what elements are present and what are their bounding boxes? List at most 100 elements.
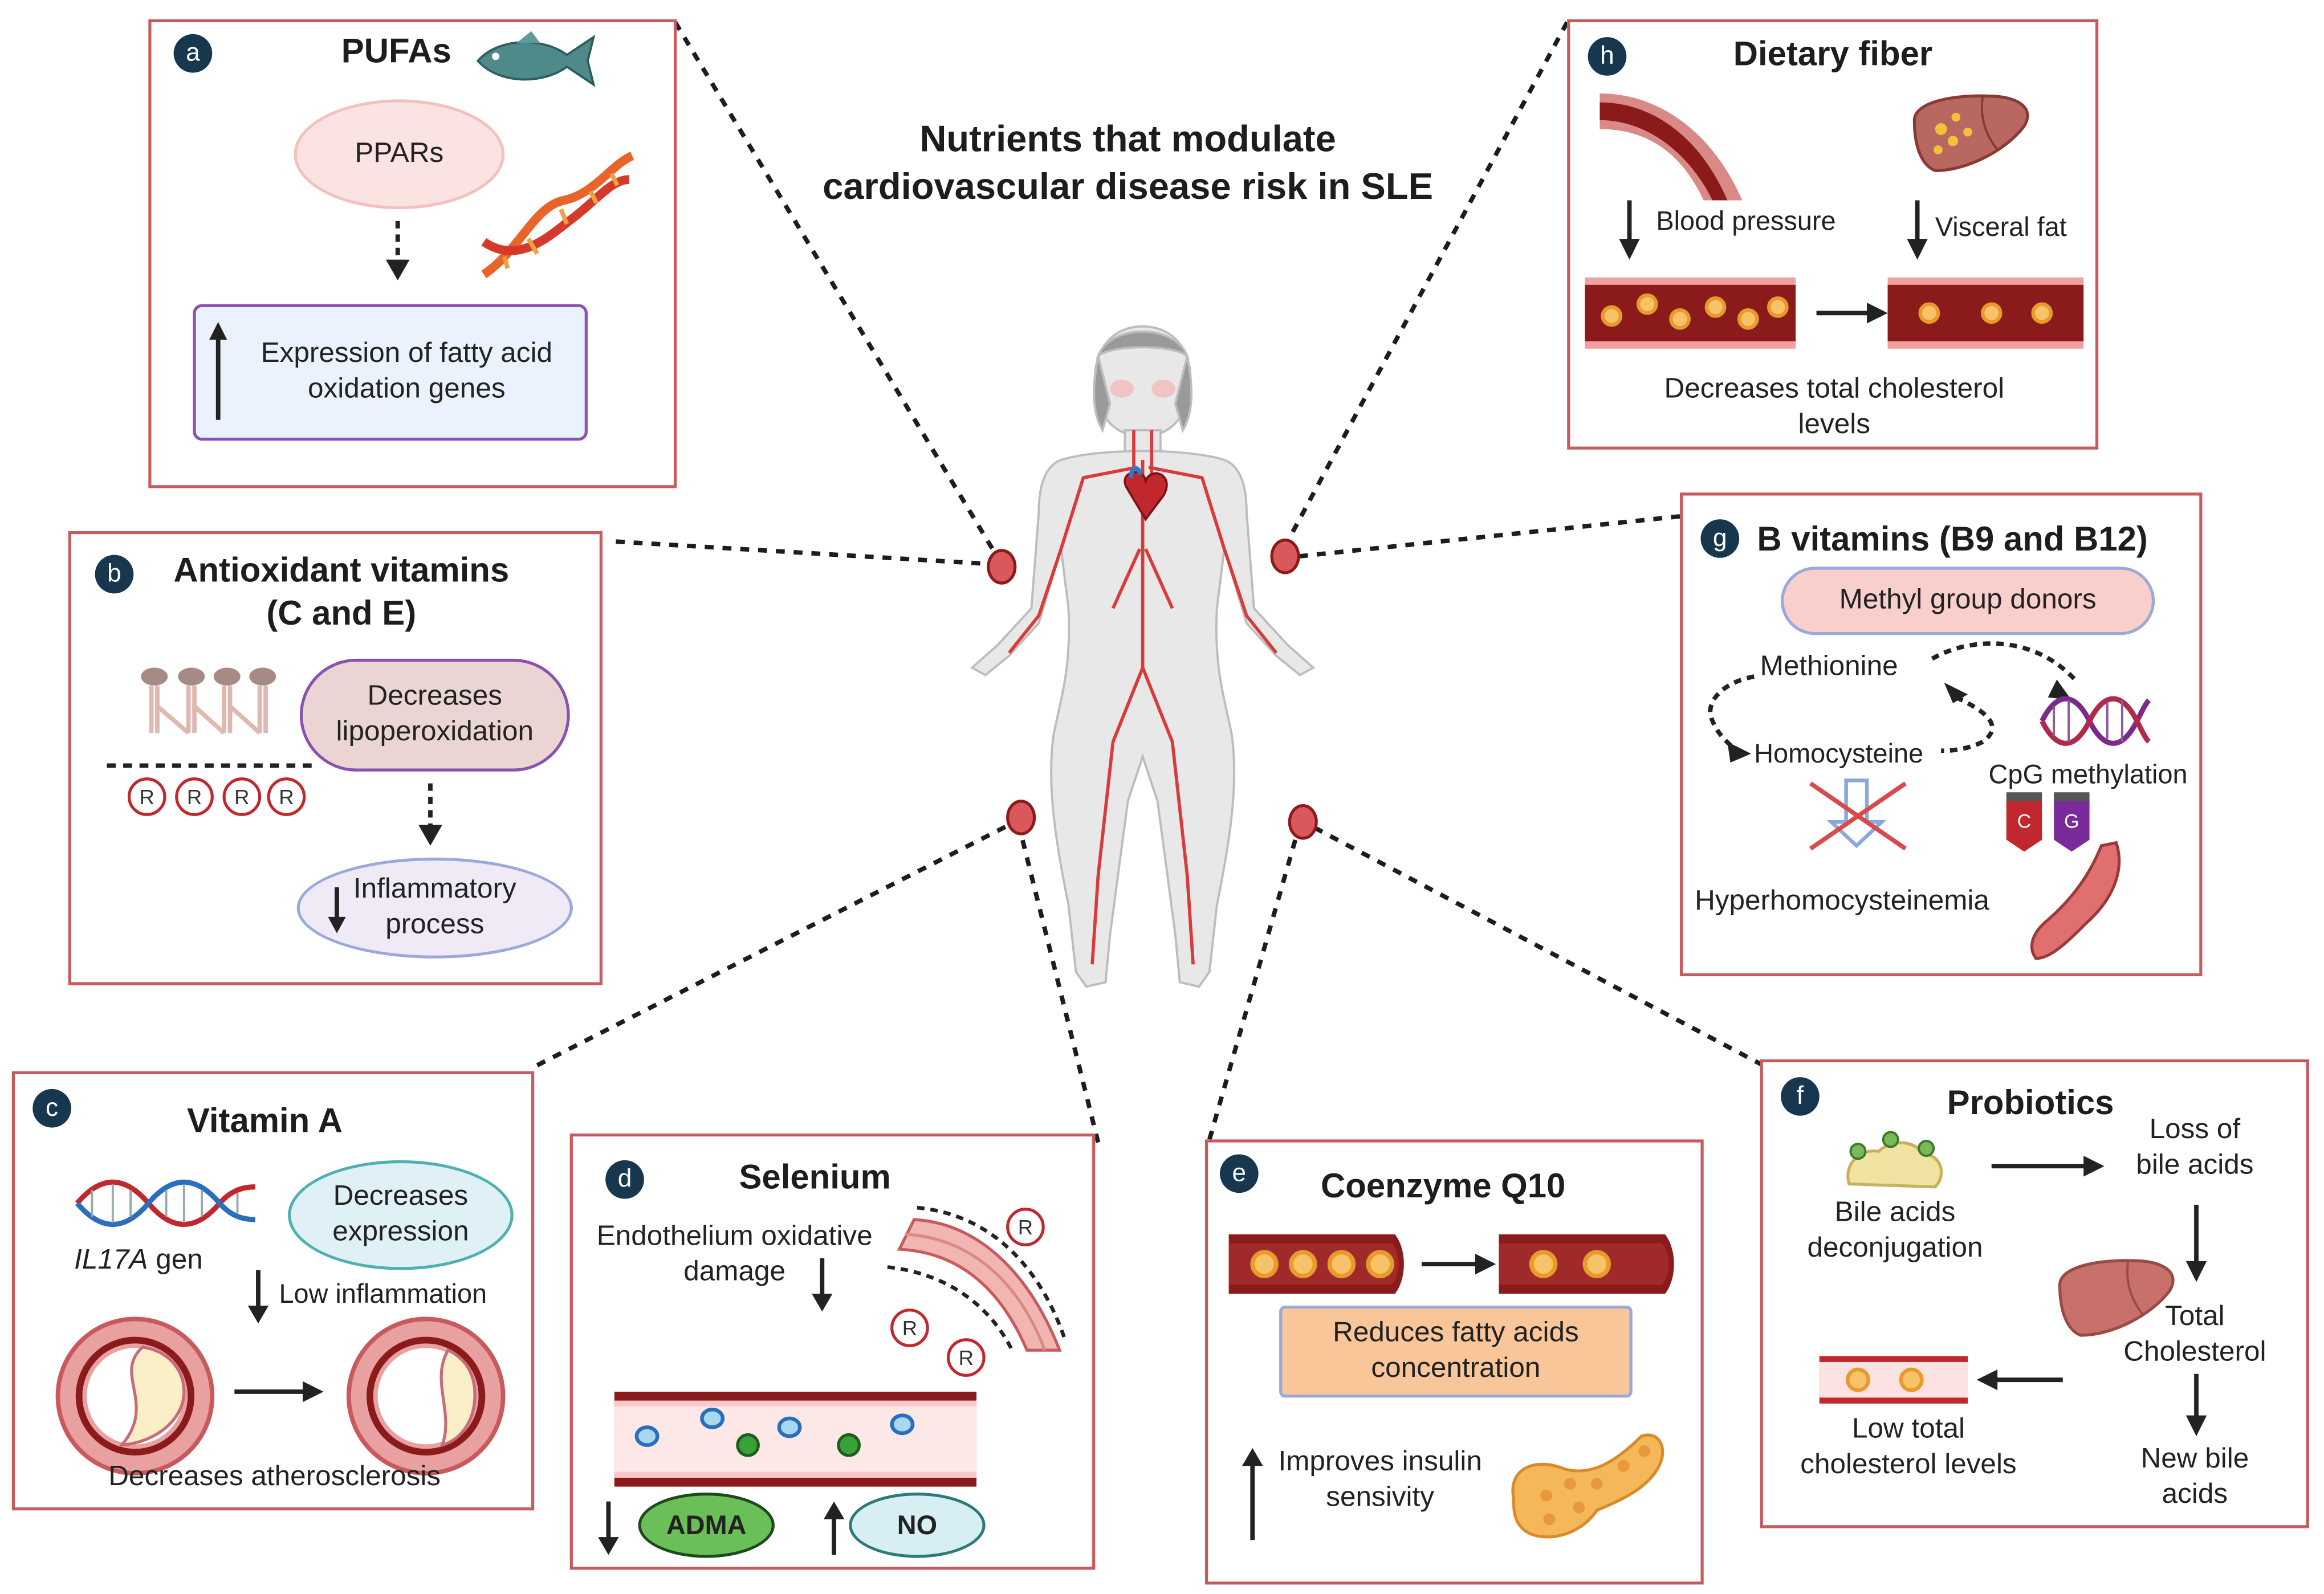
panel-letter-d: d [605, 1160, 644, 1199]
cpg-methylation-label: CpG methylation [1988, 759, 2188, 790]
down-arrow-icon [1907, 200, 1928, 260]
panel-title-d: Selenium [739, 1157, 891, 1196]
fatty-acid-line-2: oxidation genes [308, 374, 506, 405]
human-body-icon [970, 325, 1316, 988]
vessel-wall-icon [887, 1205, 1068, 1352]
dna-icon [2040, 696, 2151, 746]
dna-icon [75, 1179, 255, 1227]
down-arrow-icon [2185, 1373, 2207, 1437]
radical-badge-2: R [175, 777, 214, 816]
cytosine-tag: C [2006, 792, 2042, 852]
new-bile-line-1: New bile [2140, 1444, 2249, 1475]
blood-vessel-icon [1585, 277, 1796, 349]
endothelium-line-1: Endothelium oxidative [596, 1221, 873, 1253]
inflammatory-line-1: Inflammatory [353, 874, 516, 906]
gene-suffix: gen [148, 1245, 203, 1276]
methyl-donors-box: Methyl group donors [1781, 566, 2155, 635]
membrane-icon [107, 667, 315, 768]
dashed-arrow-down [418, 783, 442, 846]
radical-badge-2: R [890, 1308, 929, 1347]
decreases-atherosclerosis-label: Decreases atherosclerosis [108, 1461, 441, 1493]
panel-c-vitamin-a: c Vitamin A IL17A gen Decreases expressi… [11, 1071, 535, 1511]
no-pill: NO [849, 1493, 986, 1558]
panel-g-b-vitamins: g B vitamins (B9 and B12) Methyl group d… [1680, 492, 2203, 977]
fatty-acids-line-2: concentration [1371, 1353, 1541, 1384]
panel-h-dietary-fiber: h Dietary fiber Blood pressure Visceral … [1567, 19, 2099, 450]
blood-vessel-icon [1819, 1356, 1968, 1404]
new-bile-line-2: acids [2162, 1479, 2228, 1511]
heart-icon [1124, 466, 1168, 521]
panel-e-coenzyme-q10: e Coenzyme Q10 Reduces fatty acids conce… [1204, 1139, 1704, 1585]
up-arrow-icon [823, 1501, 845, 1555]
new-bile-acids-text: New bile acids [2098, 1442, 2291, 1514]
panel-letter-b: b [95, 555, 134, 594]
down-arrow-icon [812, 1258, 833, 1312]
low-total-line-1: Low total [1851, 1414, 1965, 1445]
title-line-2: cardiovascular disease risk in SLE [823, 166, 1433, 208]
ppars-bubble: PPARs [294, 99, 505, 210]
total-cholesterol-line-2: Cholesterol [2123, 1336, 2266, 1368]
right-arrow-icon [234, 1381, 324, 1403]
panel-letter-f: f [1781, 1077, 1820, 1116]
fatty-acids-box: Reduces fatty acids concentration [1279, 1305, 1633, 1398]
total-cholesterol-line-1: Total [2165, 1301, 2225, 1332]
methionine-label: Methionine [1760, 651, 1898, 683]
panel-title-c: Vitamin A [187, 1100, 343, 1140]
radical-badge-1: R [1006, 1208, 1045, 1246]
panel-letter-h: h [1588, 37, 1627, 76]
blood-pressure-label: Blood pressure [1656, 206, 1836, 236]
decreases-cholesterol-line-2: levels [1798, 409, 1871, 441]
fatty-acids-line-1: Reduces fatty acids [1333, 1317, 1579, 1349]
up-arrow-icon [209, 321, 227, 420]
right-arrow-icon [1991, 1156, 2105, 1177]
loss-of-bile-acids-text: Loss of bile acids [2098, 1113, 2291, 1184]
artery-segment-icon [1599, 93, 1743, 201]
guanine-tag-label: G [2064, 810, 2079, 833]
lipoperoxidation-box: Decreases lipoperoxidation [299, 658, 570, 772]
low-inflammation-label: Low inflammation [279, 1279, 487, 1309]
guanine-tag-shape [2054, 801, 2090, 852]
cytosine-tag-label: C [2017, 810, 2032, 833]
homocysteine-label: Homocysteine [1754, 739, 1924, 769]
cytosine-tag-shape [2006, 801, 2042, 852]
loss-line-1: Loss of [2149, 1114, 2241, 1145]
panel-title-b-line-2: (C and E) [266, 593, 417, 633]
inflammatory-line-2: process [385, 909, 485, 941]
total-cholesterol-text: Total Cholesterol [2098, 1300, 2291, 1371]
insulin-line-2: sensivity [1326, 1482, 1434, 1514]
panel-letter-e: e [1219, 1154, 1259, 1193]
bile-acids-line-2: deconjugation [1807, 1233, 1983, 1265]
down-arrow-icon [1619, 200, 1640, 260]
bile-acids-line-1: Bile acids [1834, 1197, 1956, 1229]
up-arrow-icon [1242, 1448, 1263, 1540]
vessel-segment-icon [2030, 841, 2121, 960]
down-arrow-icon [598, 1501, 619, 1555]
artery-cross-section-icon [55, 1316, 215, 1476]
right-arrow-icon [1816, 303, 1888, 324]
inflammatory-box: Inflammatory process [296, 857, 573, 959]
radical-badge-3: R [222, 777, 262, 816]
methyl-cycle-arrows [1708, 641, 2079, 763]
pancreas-icon [1511, 1433, 1664, 1539]
page-title: Nutrients that modulate cardiovascular d… [787, 116, 1470, 211]
blood-vessel-icon [1499, 1234, 1674, 1294]
right-arrow-icon [1422, 1253, 1496, 1275]
loss-line-2: bile acids [2136, 1149, 2254, 1181]
panel-letter-g: g [1700, 519, 1740, 558]
panel-title-g: B vitamins (B9 and B12) [1757, 519, 2148, 558]
liver-icon [2058, 1259, 2175, 1337]
fish-icon [476, 31, 596, 87]
endothelium-text: Endothelium oxidative damage [579, 1220, 890, 1291]
decreases-cholesterol-text: Decreases total cholesterol levels [1570, 372, 2098, 443]
blood-vessel-icon [1228, 1234, 1404, 1294]
blood-vessel-icon [614, 1391, 977, 1487]
panel-title-f: Probiotics [1947, 1083, 2114, 1122]
bile-acids-deconjugation-text: Bile acids deconjugation [1769, 1196, 2021, 1267]
adma-pill: ADMA [638, 1493, 775, 1558]
panel-title-b: Antioxidant vitamins (C and E) [148, 549, 534, 635]
fatty-acid-box: Expression of fatty acid oxidation genes [193, 304, 588, 441]
title-line-1: Nutrients that modulate [919, 119, 1336, 161]
low-total-line-2: cholesterol levels [1800, 1449, 2017, 1481]
fatty-acid-line-1: Expression of fatty acid [261, 338, 553, 370]
